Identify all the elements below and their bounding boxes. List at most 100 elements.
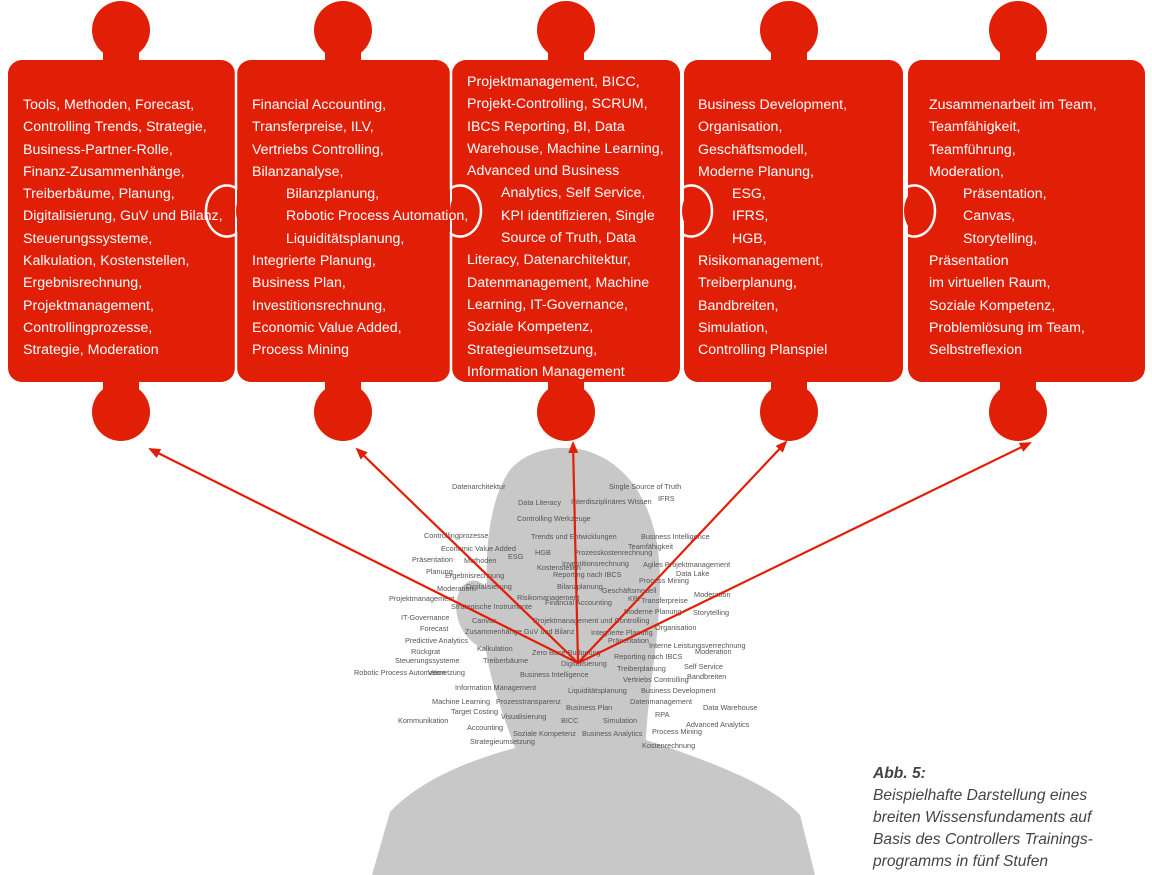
piece-line: Organisation,: [698, 119, 783, 136]
word-cloud-term: Simulation: [603, 716, 637, 725]
word-cloud-term: Reporting nach IBCS: [553, 570, 622, 579]
piece-line: ESG,: [732, 186, 766, 203]
word-cloud-term: Strategieumsetzung: [470, 737, 535, 746]
piece-1-text: Tools, Methoden, Forecast, Controlling Tr…: [23, 94, 223, 362]
piece-line: Projektmanagement, BICC,: [467, 74, 640, 90]
word-cloud-term: Process Mining: [639, 576, 689, 585]
piece-line: Risikomanagement,: [698, 253, 824, 270]
word-cloud-term: Teamfähigkeit: [628, 542, 673, 551]
caption-title: Abb. 5:: [873, 765, 926, 782]
piece-line: IFRS,: [732, 208, 769, 225]
piece-line: IBCS Reporting, BI, Data: [467, 118, 625, 135]
word-cloud-term: Prozesskostenrechnung: [574, 548, 652, 557]
piece-line: Investitionsrechnung,: [252, 297, 387, 314]
word-cloud-term: Interdisziplinäres Wissen: [571, 497, 652, 506]
piece-line: Präsentation: [929, 253, 1009, 270]
piece-line: HGB,: [732, 230, 767, 247]
piece-line: Liquiditätsplanung,: [286, 230, 405, 247]
piece-line: Literacy, Datenarchitektur,: [467, 252, 631, 269]
word-cloud-term: Zusammenhänge GuV und Bilanz: [465, 627, 575, 636]
word-cloud-term: Business Plan: [566, 703, 612, 712]
piece-line: Treiberbäume, Planung,: [23, 186, 175, 203]
piece-line: Controlling Planspiel: [698, 342, 828, 359]
word-cloud-term: Visualisierung: [501, 712, 546, 721]
word-cloud-term: Advanced Analytics: [686, 720, 750, 729]
arrows: [148, 440, 1032, 664]
word-cloud-term: Planung: [426, 567, 453, 576]
piece-line: Moderne Planung,: [698, 163, 814, 180]
word-cloud-term: Steuerungssysteme: [395, 656, 460, 665]
word-cloud-term: Vertriebs Controlling: [623, 675, 689, 684]
word-cloud-term: Agiles Projektmanagement: [643, 560, 730, 569]
piece-line: Controllingprozesse,: [23, 319, 153, 336]
piece-line: Process Mining: [252, 342, 349, 359]
piece-line: Integrierte Planung,: [252, 253, 376, 270]
piece-line: Problemlösung im Team,: [929, 319, 1085, 336]
piece-2-text: Financial Accounting,Transferpreise, ILV…: [252, 94, 468, 362]
piece-line: Tools, Methoden, Forecast,: [23, 97, 195, 113]
piece-5-text: Zusammenarbeit im Team,Teamfähigkeit,Tea…: [929, 94, 1097, 362]
piece-line: Steuerungssysteme,: [23, 230, 153, 247]
word-cloud-term: Investitionsrechnung: [562, 559, 629, 568]
word-cloud-term: Treiberbäume: [483, 656, 528, 665]
piece-line: Teamfähigkeit,: [929, 119, 1021, 136]
word-cloud-term: Moderne Planung: [624, 607, 682, 616]
word-cloud-term: Moderation: [437, 584, 474, 593]
piece-line: Projekt-Controlling, SCRUM,: [467, 96, 648, 113]
piece-line: Soziale Kompetenz,: [467, 319, 594, 336]
word-cloud-term: Datenmanagement: [630, 697, 692, 706]
piece-line: Kalkulation, Kostenstellen,: [23, 253, 190, 270]
piece-line: Canvas,: [963, 208, 1016, 225]
word-cloud-term: Treiberplanung: [617, 664, 666, 673]
caption-line: Beispielhafte Darstellung eines: [873, 787, 1088, 804]
word-cloud-term: Methoden: [464, 556, 496, 565]
word-cloud-term: Canvas: [472, 616, 497, 625]
word-cloud-term: Ergebnisrechnung: [445, 571, 504, 580]
word-cloud-term: Economic Value Added: [441, 544, 516, 553]
piece-line: Ergebnisrechnung,: [23, 275, 143, 292]
word-cloud-term: Target Costing: [451, 707, 498, 716]
word-cloud-term: Information Management: [455, 683, 536, 692]
arrow-4: [577, 440, 788, 664]
word-cloud-term: IT-Governance: [401, 613, 449, 622]
word-cloud-term: Business Intelligence: [641, 532, 710, 541]
word-cloud-term: Digitalisierung: [466, 582, 512, 591]
word-cloud-term: ESG: [508, 552, 524, 561]
piece-line: Business Development,: [698, 97, 848, 113]
word-cloud-term: Vernetzung: [428, 668, 465, 677]
piece-line: Finanz-Zusammenhänge,: [23, 163, 185, 180]
word-cloud-term: Digitalisierung: [561, 659, 607, 668]
word-cloud-term: Organisation: [655, 623, 696, 632]
piece-line: Simulation,: [698, 319, 769, 336]
word-cloud-term: Machine Learning: [432, 697, 490, 706]
word-cloud-term: RPA: [655, 710, 670, 719]
word-cloud-term: Rückgrat: [411, 647, 440, 656]
caption-line: Basis des Controllers Trainings-: [873, 831, 1093, 848]
piece-line: Controlling Trends, Strategie,: [23, 119, 207, 136]
arrow-5: [577, 442, 1032, 664]
word-cloud-term: IFRS: [658, 494, 675, 503]
piece-line: Projektmanagement,: [23, 297, 154, 314]
word-cloud-term: Trends und Entwicklungen: [531, 532, 617, 541]
word-cloud-term: Präsentation: [412, 555, 453, 564]
piece-line: Storytelling,: [963, 230, 1038, 247]
piece-4-text: Business Development,Organisation,Geschä…: [698, 94, 847, 362]
word-cloud-term: KPI: [628, 594, 640, 603]
piece-line: Business Plan,: [252, 275, 346, 292]
puzzle-piece-1: [8, 1, 235, 441]
word-cloud-term: Liquiditätsplanung: [568, 686, 627, 695]
word-cloud-term: Financial Accounting: [545, 598, 612, 607]
piece-line: Advanced und Business: [467, 163, 620, 180]
piece-line: Moderation,: [929, 163, 1004, 180]
word-cloud-term: Data Warehouse: [703, 703, 757, 712]
word-cloud-term: Robotic Process Automation: [354, 668, 446, 677]
puzzle-piece-2: [236, 1, 510, 441]
piece-line: Digitalisierung, GuV und Bilanz,: [23, 208, 223, 225]
piece-line: Selbstreflexion: [929, 342, 1023, 359]
piece-line: Warehouse, Machine Learning,: [467, 140, 664, 157]
word-cloud-term: Single Source of Truth: [609, 482, 681, 491]
piece-line: Financial Accounting,: [252, 97, 387, 113]
arrow-1: [148, 448, 579, 664]
piece-line: Zusammenarbeit im Team,: [929, 97, 1097, 113]
